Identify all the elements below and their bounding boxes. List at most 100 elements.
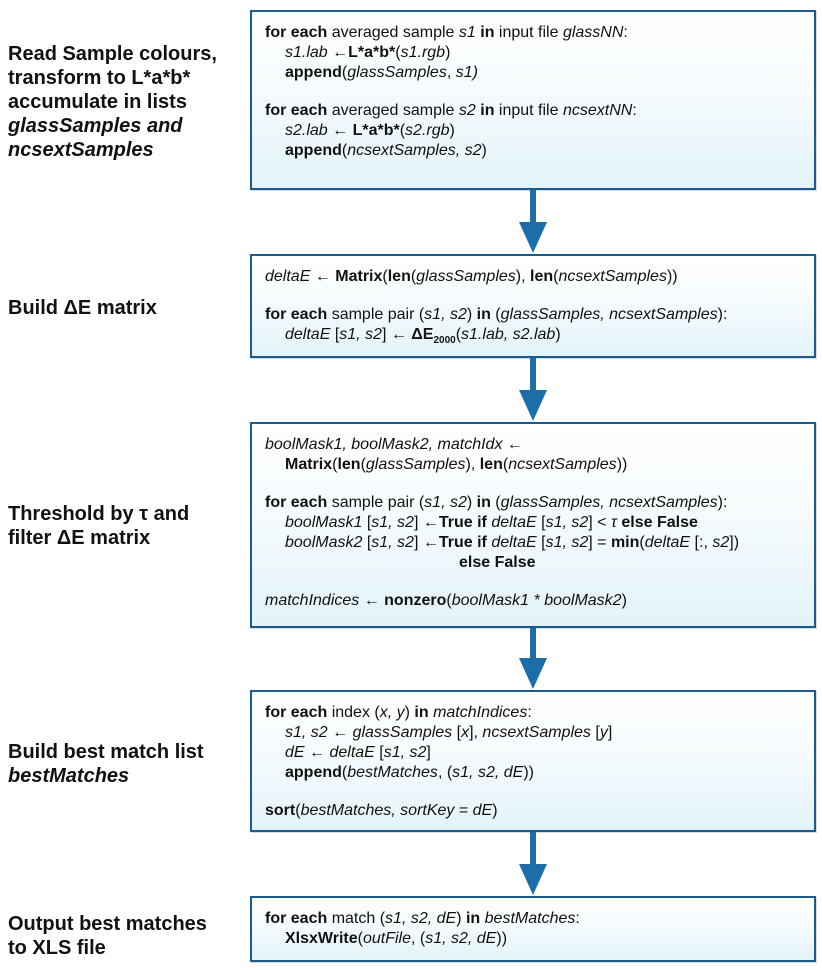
step-4-code-box: for each index (x, y) in matchIndices:s1… (250, 690, 816, 832)
code-text: ( (410, 268, 417, 285)
down-arrow-icon (519, 628, 547, 689)
step-3-label: Threshold by τ and filter ΔE matrix (8, 502, 189, 550)
code-text: , ( (410, 930, 426, 947)
code-line: for each match (s1, s2, dE) in bestMatch… (265, 909, 802, 929)
identifier: outFile (362, 930, 411, 947)
code-line: for each index (x, y) in matchIndices: (265, 703, 802, 723)
identifier: s1, s2 (424, 494, 467, 511)
code-text: ( (360, 456, 366, 473)
step-5-label-line: to XLS file (8, 937, 106, 959)
code-text: ) (404, 704, 415, 721)
code-text: [ (374, 744, 384, 761)
identifier: s1, s2 (383, 744, 427, 761)
code-text: ( (295, 802, 301, 819)
code-text: ] (607, 724, 613, 741)
code-line: s1, s2 ← glassSamples [x], ncsextSamples… (265, 723, 802, 743)
code-text: ]) (729, 534, 740, 551)
keyword: in (414, 704, 429, 721)
code-text: )) (666, 268, 678, 285)
code-text: ] = (588, 534, 611, 551)
identifier: bestMatches, sortKey (300, 802, 455, 819)
identifier: s2.lab (285, 122, 328, 139)
code-line: deltaE ← Matrix(len(glassSamples), len(n… (265, 267, 802, 287)
subscript: 2000 (433, 335, 456, 347)
identifier: glassSamples (352, 724, 453, 741)
identifier: x, y (379, 704, 405, 721)
code-text: [ (536, 514, 546, 531)
identifier: boolMask1 (285, 514, 363, 531)
code-text: = (454, 802, 473, 819)
identifier: ncsextSamples, s2 (347, 142, 482, 159)
down-arrow-icon (519, 190, 547, 253)
code-text: ], (469, 724, 483, 741)
code-line: append(bestMatches, (s1, s2, dE)) (265, 763, 802, 783)
identifier: τ (610, 514, 617, 531)
keyword: len (479, 456, 503, 473)
code-line: matchIndices ← nonzero(boolMask1 * boolM… (265, 591, 802, 611)
code-line: append(glassSamples, s1) (265, 63, 802, 83)
code-text: ← (502, 436, 523, 453)
identifier: deltaE (491, 514, 537, 531)
identifier: s1, s2, dE (385, 910, 457, 927)
keyword: min (610, 534, 640, 551)
code-text: ( (382, 268, 388, 285)
code-text: match ( (327, 910, 386, 927)
step-3-label-line: filter ΔE matrix (8, 527, 151, 549)
keyword: for each (265, 910, 328, 927)
code-text: ), (515, 268, 530, 285)
keyword: len (530, 268, 554, 285)
identifier: dE (472, 802, 493, 819)
keyword: append (285, 64, 342, 81)
code-text: [:, (690, 534, 713, 551)
keyword: XlsxWrite (285, 930, 358, 947)
step-1-label-line: transform to L*a*b* (8, 67, 191, 89)
keyword: in (465, 910, 481, 927)
identifier: s2 (712, 534, 730, 551)
down-arrow-icon (519, 832, 547, 895)
down-arrow-icon (519, 358, 547, 421)
code-line: XlsxWrite(outFile, (s1, s2, dE)) (265, 929, 802, 949)
code-line: append(ncsextSamples, s2) (265, 141, 802, 161)
keyword: in (480, 24, 495, 41)
code-line: for each sample pair (s1, s2) in (glassS… (265, 493, 802, 513)
identifier: glassSamples (347, 64, 447, 81)
step-1-label-line: accumulate in lists (8, 91, 187, 113)
step-5-label: Output best matches to XLS file (8, 912, 207, 960)
code-text: ] < (588, 514, 611, 531)
keyword: else False (459, 554, 536, 571)
code-line: Matrix(len(glassSamples), len(ncsextSamp… (265, 455, 802, 475)
identifier: s2.rgb (405, 122, 450, 139)
code-text: [ (452, 724, 462, 741)
identifier: boolMask2 (285, 534, 363, 551)
code-text: ] ← (381, 326, 412, 343)
code-text: ) (492, 802, 498, 819)
keyword: True if (438, 514, 487, 531)
code-text: ): (717, 306, 728, 323)
code-text: ( (490, 306, 501, 323)
identifier: y (599, 724, 608, 741)
code-text: , (446, 64, 456, 81)
code-text: ( (332, 456, 338, 473)
code-text: ) (449, 122, 455, 139)
keyword: L*a*b* (348, 44, 396, 61)
step-2-label: Build ΔE matrix (8, 296, 157, 320)
code-line: boolMask2 [s1, s2] ←True if deltaE [s1, … (265, 533, 802, 553)
code-text: : (527, 704, 532, 721)
code-text: ): (717, 494, 728, 511)
code-text: ( (639, 534, 645, 551)
code-text: )) (523, 764, 534, 781)
code-text: [ (590, 724, 600, 741)
blank-line (265, 573, 802, 591)
code-text: ( (490, 494, 501, 511)
identifier: s1, s2 (371, 534, 414, 551)
code-text: )) (496, 930, 508, 947)
code-line: boolMask1, boolMask2, matchIdx ← (265, 435, 802, 455)
code-text: ) (466, 306, 477, 323)
code-line: for each averaged sample s2 in input fil… (265, 101, 802, 121)
code-text: ( (455, 326, 462, 343)
code-text: ( (341, 764, 348, 781)
identifier: glassSamples (416, 268, 516, 285)
code-line: s2.lab ← L*a*b*(s2.rgb) (265, 121, 802, 141)
blank-line (265, 287, 802, 305)
code-line: for each averaged sample s1 in input fil… (265, 23, 802, 43)
